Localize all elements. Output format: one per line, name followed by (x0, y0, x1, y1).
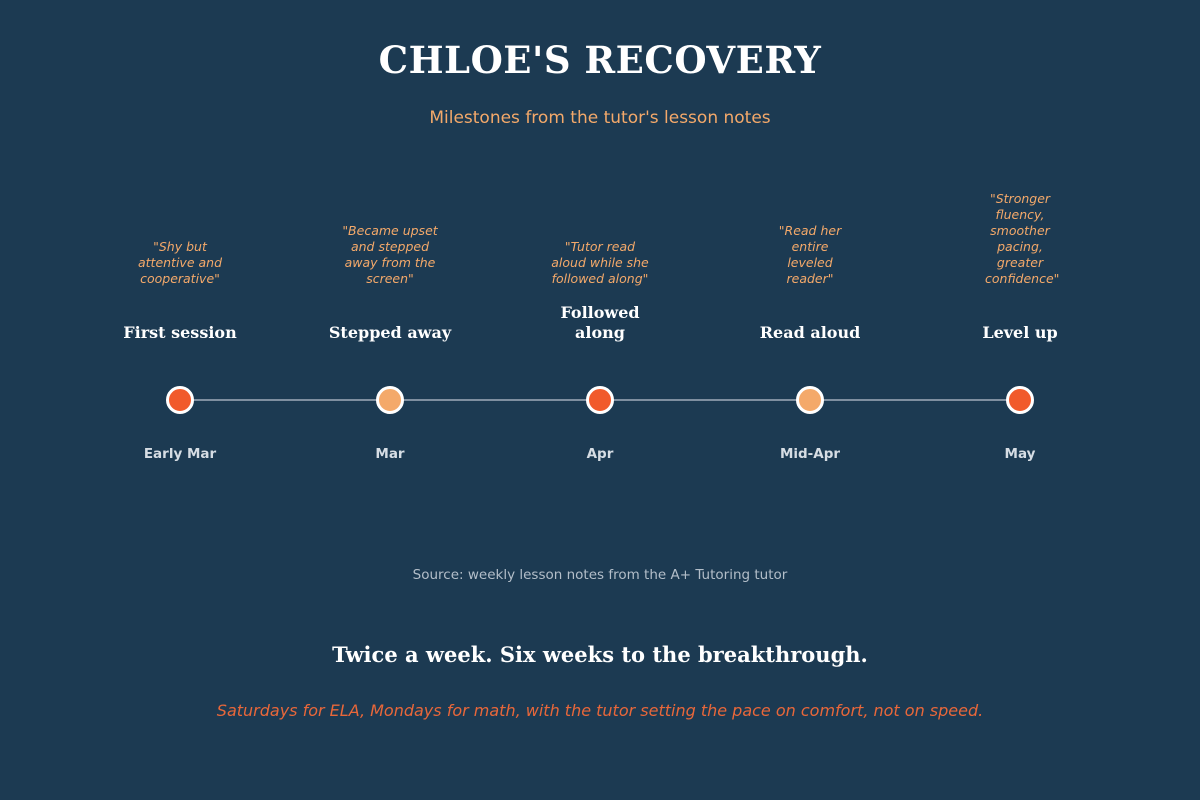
milestone-date: Mar (375, 446, 405, 462)
milestone-label: Stepped away (328, 323, 452, 342)
page-subtitle: Milestones from the tutor's lesson notes (429, 108, 771, 128)
milestone-first-session: "Shy but attentive and cooperative" Firs… (80, 0, 280, 800)
footer-tagline: Saturdays for ELA, Mondays for math, wit… (216, 701, 984, 720)
page-title: CHLOE'S RECOVERY (378, 38, 822, 82)
milestone-read-aloud: "Read her entire leveled reader" Read al… (710, 0, 910, 800)
milestone-quote: "Read her entire leveled reader" (778, 223, 842, 286)
milestone-date: May (1004, 446, 1036, 462)
milestone-dot (1006, 386, 1034, 414)
milestone-label: First session (123, 323, 237, 342)
milestone-dot (166, 386, 194, 414)
milestone-dot (376, 386, 404, 414)
source-note: Source: weekly lesson notes from the A+ … (412, 567, 788, 583)
milestone-label: Level up (982, 323, 1058, 342)
milestone-date: Mid-Apr (779, 446, 841, 462)
milestone-quote: "Tutor read aloud while she followed alo… (551, 239, 649, 286)
milestone-followed-along: "Tutor read aloud while she followed alo… (500, 0, 700, 800)
milestone-quote: "Became upset and stepped away from the … (342, 223, 438, 286)
footer-headline: Twice a week. Six weeks to the breakthro… (332, 642, 868, 667)
milestone-quote: "Shy but attentive and cooperative" (137, 239, 223, 286)
milestone-stepped-away: "Became upset and stepped away from the … (290, 0, 490, 800)
milestone-label: Followed along (560, 303, 640, 342)
milestone-dot (586, 386, 614, 414)
milestone-label: Read aloud (759, 323, 861, 342)
milestone-dot (796, 386, 824, 414)
milestone-quote: "Stronger fluency, smoother pacing, grea… (985, 191, 1060, 286)
milestone-level-up: "Stronger fluency, smoother pacing, grea… (920, 0, 1120, 800)
milestone-date: Early Mar (143, 446, 217, 462)
milestone-date: Apr (586, 446, 614, 462)
